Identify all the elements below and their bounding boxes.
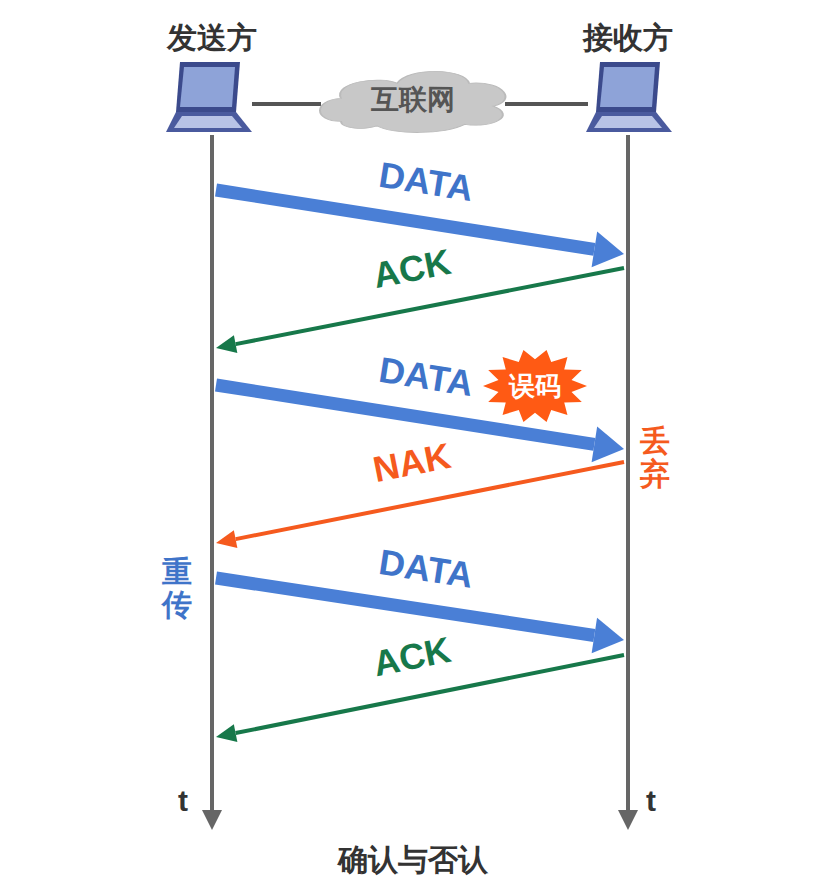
- discard-note: 丢弃: [640, 424, 670, 490]
- node-text: 误码: [509, 369, 561, 404]
- connector: [252, 104, 321, 105]
- message-label: ACK: [370, 628, 455, 685]
- message-label: ACK: [370, 241, 455, 297]
- message-label: DATA: [376, 349, 476, 405]
- message-label: DATA: [376, 154, 476, 210]
- node-text: 发送方: [167, 18, 257, 59]
- message-label: DATA: [376, 542, 476, 598]
- arrow-head: [592, 618, 624, 654]
- arrow-head: [216, 530, 237, 548]
- message-label: NAK: [370, 435, 455, 491]
- retransmit-note: 重传: [162, 555, 192, 621]
- laptop-icon: [166, 62, 252, 132]
- lifeline: [626, 135, 630, 812]
- error-burst: 误码: [483, 349, 587, 423]
- arrow-head: [216, 724, 237, 742]
- node-text: 接收方: [583, 18, 673, 59]
- time-axis-label: t: [646, 784, 656, 818]
- sender-label: 发送方: [152, 10, 272, 67]
- burst-outline: [483, 350, 587, 422]
- arrow-head: [592, 427, 624, 463]
- internet-cloud: 互联网: [313, 62, 513, 138]
- network-link: [505, 102, 588, 106]
- network-link: [252, 102, 321, 106]
- cloud-outline: [320, 71, 505, 132]
- lifeline-head: [618, 810, 638, 830]
- receiver-label: 接收方: [568, 10, 688, 67]
- caption: 确认与否认: [338, 840, 488, 881]
- time-axis-label: t: [178, 784, 188, 818]
- node-text: 互联网: [371, 81, 455, 119]
- arrow-head: [592, 232, 624, 268]
- lifeline-head: [202, 810, 222, 830]
- arrow-head: [216, 335, 237, 353]
- lifeline: [210, 135, 214, 812]
- connector: [505, 104, 588, 105]
- laptop-icon: [586, 62, 672, 132]
